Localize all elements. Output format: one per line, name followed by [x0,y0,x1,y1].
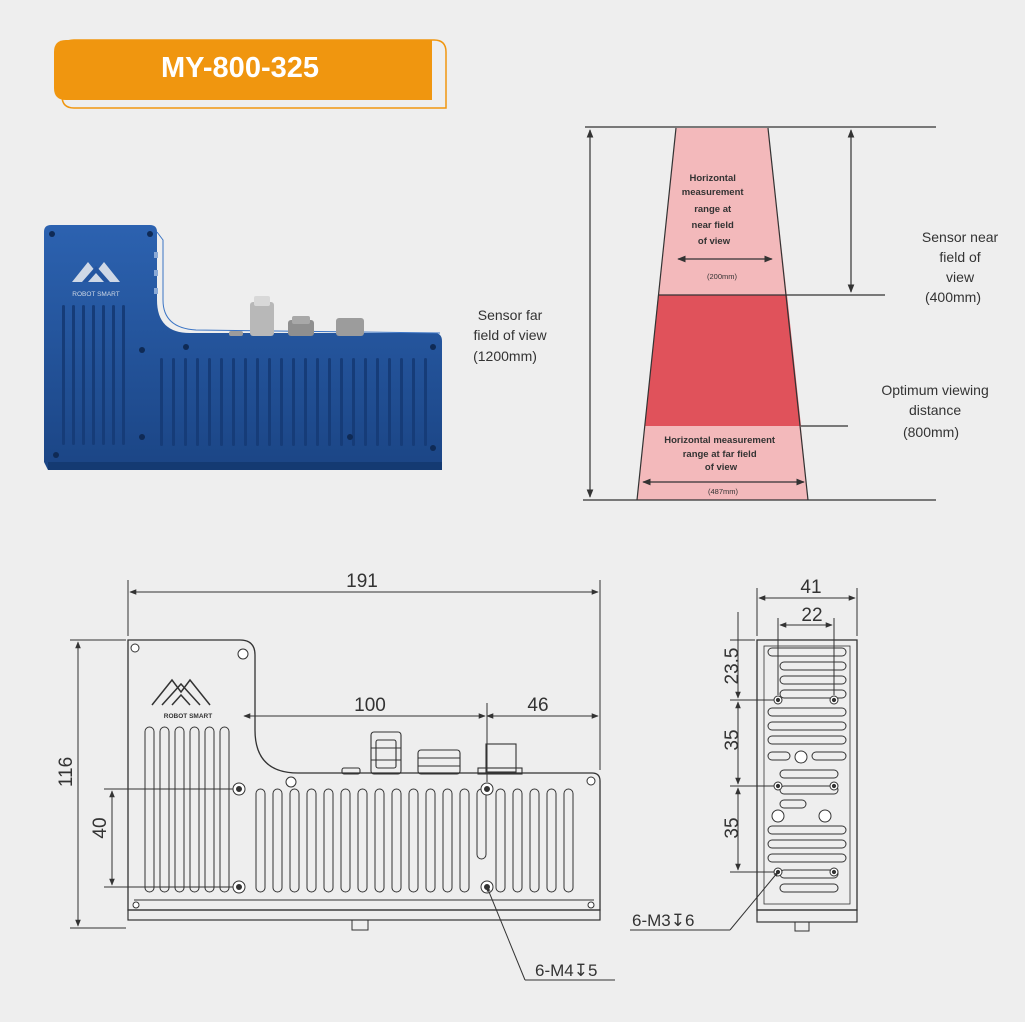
mount-screws [49,231,436,458]
front-logo-icon [151,678,211,706]
front-logo-text: ROBOT SMART [164,713,212,720]
side-dim-width: 41 [800,577,821,598]
side-holes [771,695,839,877]
front-holes [130,643,596,909]
side-dim-v1: 23.5 [722,648,743,685]
near-fov-label: Sensor near field of view (400mm) [922,229,1002,305]
model-title: MY-800-325 [161,52,319,84]
front-outline [127,639,601,911]
side-slots [767,647,847,893]
product-photo: ROBOT SMART [44,225,442,470]
optimum-label: Optimum viewing distance (800mm) [881,382,992,440]
side-dim-v3: 35 [722,817,743,838]
far-zone-value: (487mm) [708,487,739,496]
dim-offset: 100 [354,695,386,716]
logo-text: ROBOT SMART [72,291,119,298]
far-fov-label: Sensor far field of view (1200mm) [473,307,550,364]
dim-total-width: 191 [346,571,378,592]
model-banner: MY-800-325 [54,39,447,109]
side-hole-callout: 6-M3↧6 [632,911,694,930]
near-zone [658,128,787,295]
dim-height: 116 [56,757,77,787]
dim-hole-spacing: 40 [90,817,111,838]
fov-diagram: Horizontal measurement range at near fie… [473,126,1002,501]
cooling-fins [62,305,427,446]
front-connectors [341,731,523,775]
dim-right: 46 [527,695,548,716]
side-dim-v2: 35 [722,729,743,750]
near-zone-label: Horizontal measurement range at near fie… [682,173,746,247]
side-holes [154,252,158,294]
connectors [229,296,364,336]
near-zone-value: (200mm) [707,272,738,281]
banner-shape [54,40,432,100]
far-zone-label: Horizontal measurement range at far fiel… [664,435,778,473]
front-fins [144,726,574,893]
front-drawing: ROBOT SMART 191 100 46 116 40 [56,571,615,981]
optimum-zone [645,295,801,426]
front-hole-callout: 6-M4↧5 [535,961,597,980]
side-dim-hole-spacing: 22 [801,605,822,626]
side-drawing: 41 22 23.5 35 35 6-M3↧6 [630,577,858,932]
logo-icon [72,262,120,282]
